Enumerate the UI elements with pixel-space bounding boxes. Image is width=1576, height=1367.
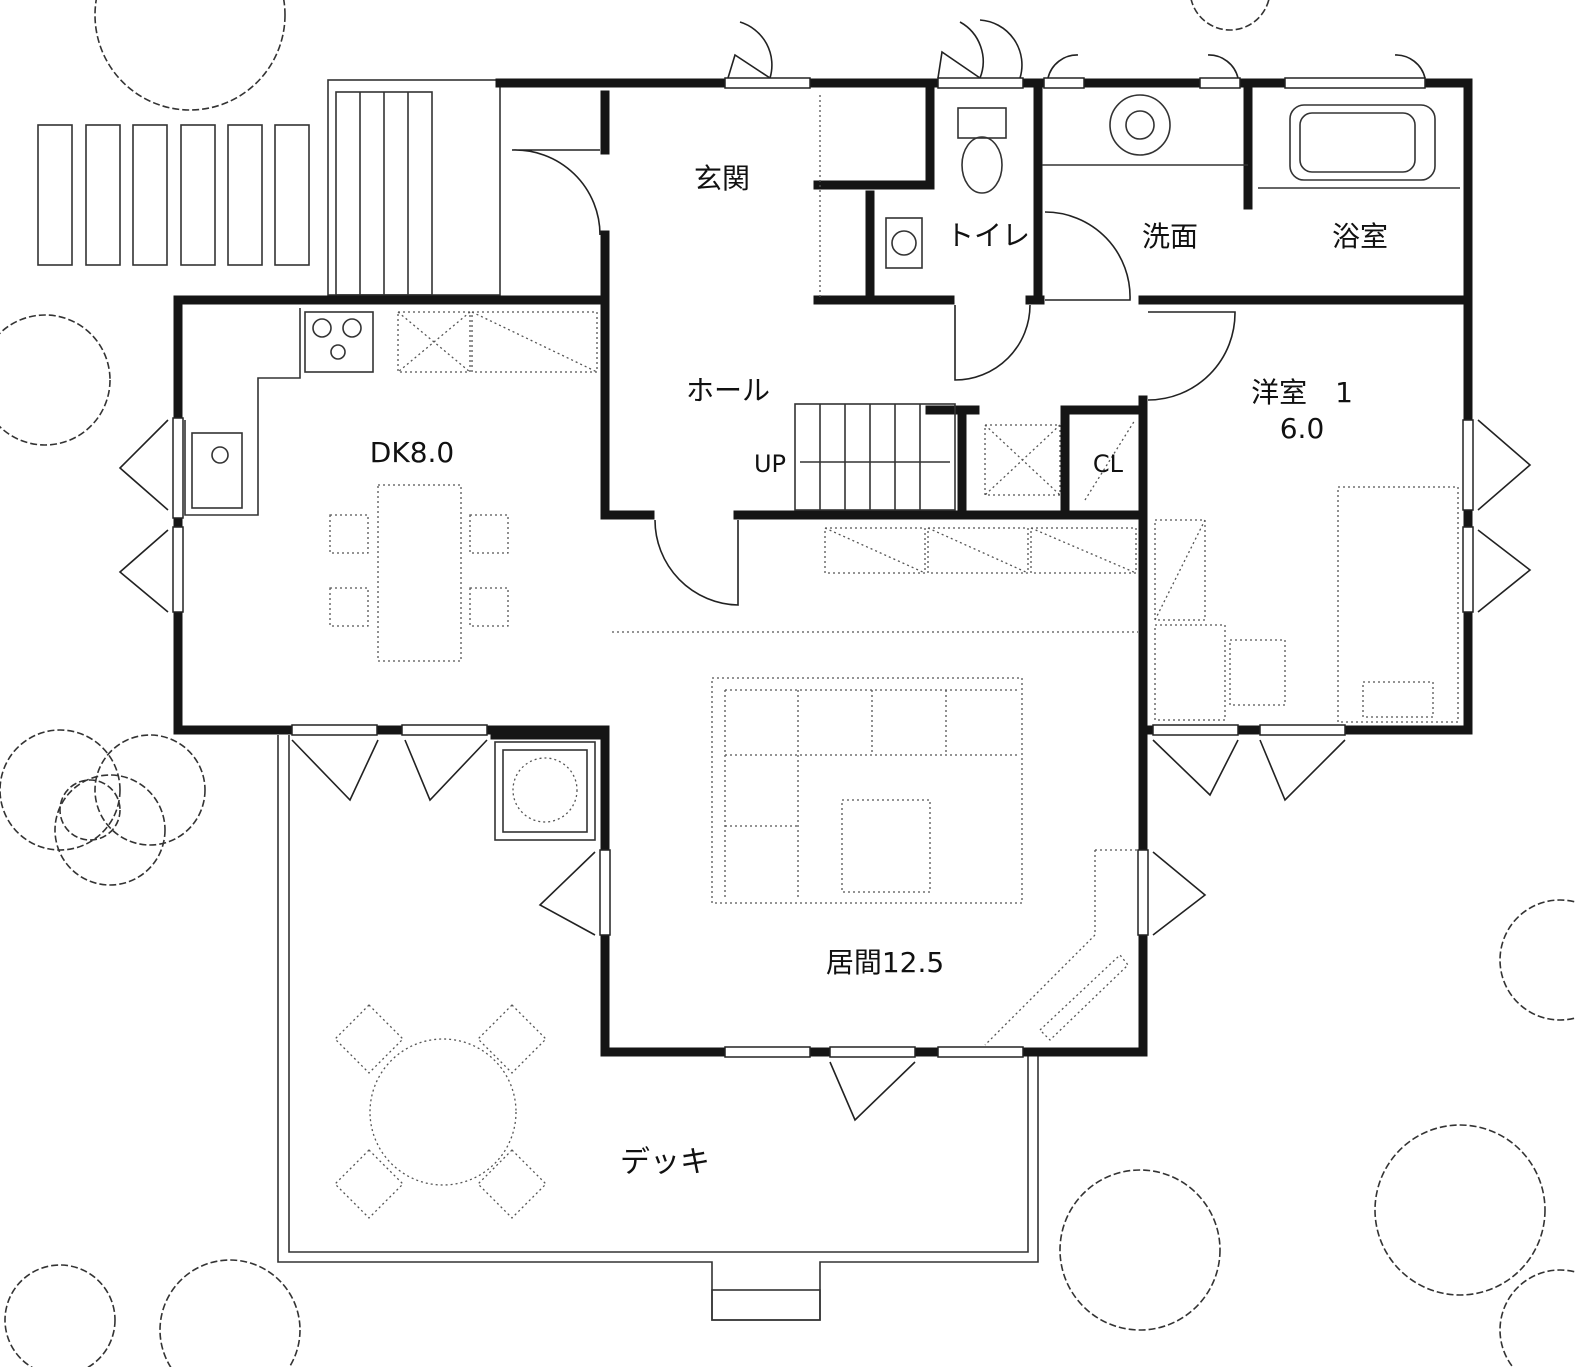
room-label-youshitsu: 洋室 1 bbox=[1251, 376, 1353, 409]
stepping-stones bbox=[37, 124, 310, 266]
entrance-porch bbox=[327, 79, 501, 296]
doors bbox=[118, 19, 1532, 1122]
deck-outline bbox=[277, 735, 1039, 1321]
windows bbox=[172, 77, 1474, 1058]
room-label-ima: 居間12.5 bbox=[826, 946, 944, 979]
room-label-yokushitsu: 浴室 bbox=[1332, 220, 1388, 253]
room-label-closet: CL bbox=[1093, 450, 1124, 478]
room-label-genkan: 玄関 bbox=[694, 162, 750, 195]
room-size-youshitsu: 6.0 bbox=[1280, 412, 1325, 445]
room-label-deck: デッキ bbox=[620, 1145, 710, 1180]
stairs-up-label: UP bbox=[754, 450, 786, 478]
room-label-toilet: トイレ bbox=[946, 219, 1030, 252]
room-label-dk: DK8.0 bbox=[370, 436, 454, 469]
room-labels: 玄関 トイレ 洗面 浴室 ホール 洋室 1 6.0 DK8.0 CL UP 居間… bbox=[370, 162, 1388, 1180]
room-label-hall: ホール bbox=[686, 374, 770, 407]
room-label-senmen: 洗面 bbox=[1142, 220, 1198, 253]
fixtures bbox=[184, 94, 1460, 1219]
walls bbox=[173, 78, 1473, 1057]
